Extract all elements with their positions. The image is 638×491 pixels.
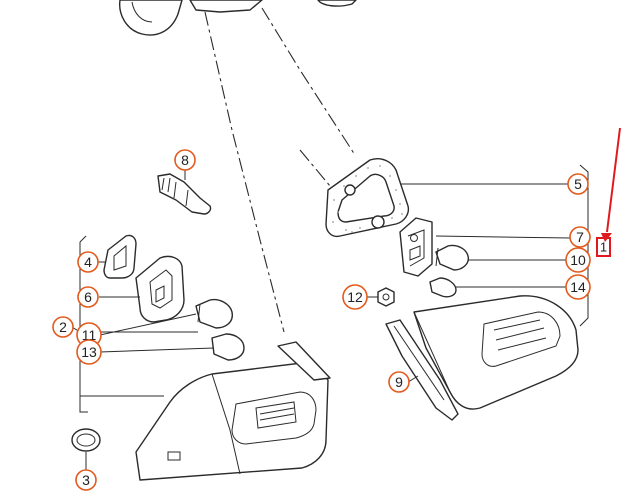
assembly-lines	[204, 7, 356, 333]
callout-10[interactable]: 10	[565, 247, 591, 273]
callout-12[interactable]: 12	[342, 284, 368, 310]
callout-9[interactable]: 9	[388, 371, 410, 393]
highlight-marker-part-1[interactable]: 1	[596, 127, 621, 257]
svg-text:1: 1	[600, 240, 607, 255]
callout-8[interactable]: 8	[174, 149, 196, 171]
svg-text:13: 13	[81, 344, 97, 360]
nut-part-12[interactable]	[377, 287, 395, 307]
cap-part-3[interactable]	[71, 428, 101, 452]
svg-text:6: 6	[84, 289, 92, 305]
gasket-part-5[interactable]	[325, 158, 410, 238]
svg-text:10: 10	[570, 252, 586, 268]
gasket-part-4[interactable]	[103, 234, 137, 279]
callout-13[interactable]: 13	[76, 339, 102, 365]
svg-text:8: 8	[181, 152, 189, 168]
bulb-part-10[interactable]	[435, 244, 469, 271]
svg-text:9: 9	[395, 374, 403, 390]
vehicle-body-outline	[119, 0, 357, 36]
bulb-holder-part-7[interactable]	[399, 217, 433, 277]
trim-strip-part-9[interactable]	[385, 319, 459, 421]
callout-2[interactable]: 2	[52, 316, 74, 338]
outer-tail-light[interactable]	[135, 341, 331, 481]
callout-3[interactable]: 3	[75, 469, 97, 491]
inner-tail-light[interactable]	[413, 295, 579, 410]
bulb-part-13[interactable]	[211, 333, 245, 361]
callouts: 8 5 7 10 14 4 6 12 2 11 13 9 3	[52, 149, 591, 491]
callout-4[interactable]: 4	[77, 251, 99, 273]
bulb-part-14[interactable]	[429, 277, 457, 298]
callout-14[interactable]: 14	[565, 274, 591, 300]
svg-text:3: 3	[82, 472, 90, 488]
bulb-part-11[interactable]	[195, 298, 233, 329]
svg-text:14: 14	[570, 279, 586, 295]
red-arrow-icon	[606, 127, 621, 233]
svg-text:5: 5	[574, 176, 582, 192]
callout-5[interactable]: 5	[567, 173, 589, 195]
svg-text:7: 7	[576, 229, 584, 245]
svg-text:11: 11	[82, 327, 97, 343]
svg-text:4: 4	[84, 254, 92, 270]
bulb-holder-part-6[interactable]	[135, 255, 185, 323]
svg-text:12: 12	[347, 289, 363, 305]
callout-6[interactable]: 6	[77, 286, 99, 308]
callout-7[interactable]: 7	[569, 226, 591, 248]
bulb-socket-part-8[interactable]	[157, 173, 212, 215]
svg-text:2: 2	[59, 319, 67, 335]
